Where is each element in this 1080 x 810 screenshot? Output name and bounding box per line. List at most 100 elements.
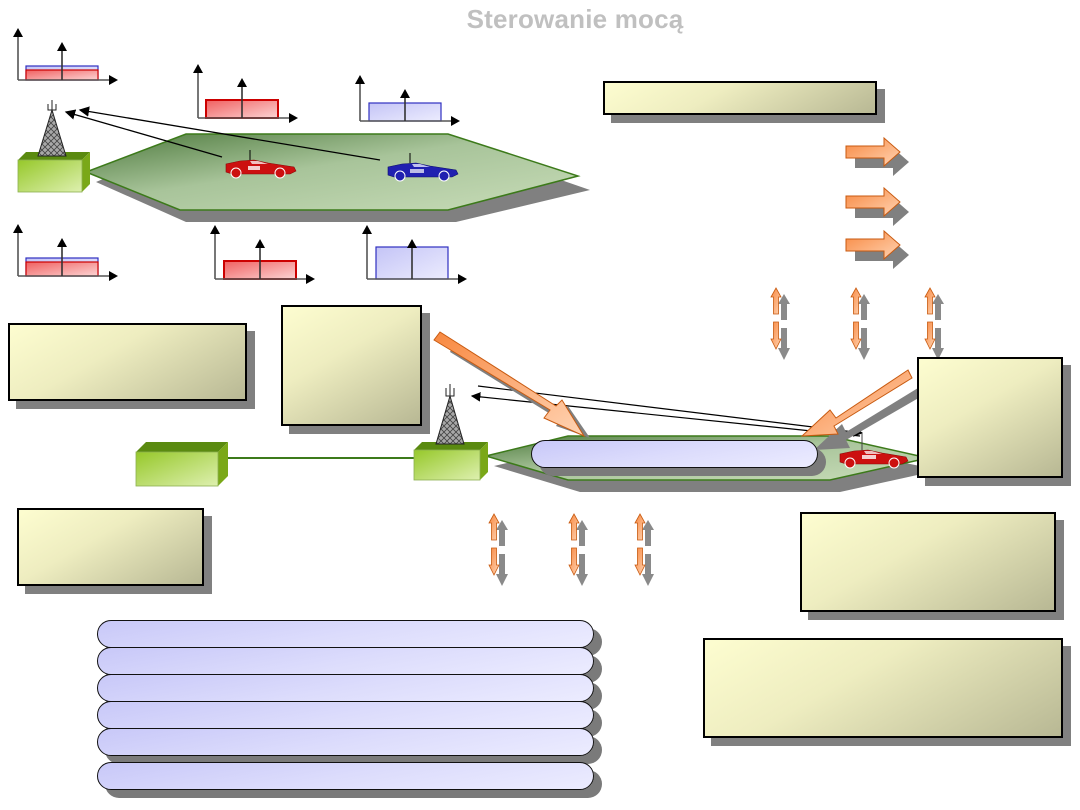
pill-text — [98, 648, 593, 674]
info-box-center — [281, 305, 422, 426]
network-node-icon — [135, 442, 228, 487]
stack-pill-6 — [97, 762, 594, 790]
orange-arrow-up — [770, 287, 782, 315]
arrow-shadow-down — [932, 328, 944, 360]
pill-text — [532, 441, 817, 467]
orange-arrow-down — [568, 547, 580, 576]
orange-arrow-down — [770, 321, 782, 350]
bidirectional-arrow-icon — [924, 287, 944, 360]
spectrum-chart-transmit-red-controlled — [210, 225, 315, 284]
arrow-shadow-down — [496, 554, 508, 586]
y-axis-arrowhead — [13, 28, 23, 37]
spectrum-chart-transmit-blue-controlled — [362, 225, 467, 284]
orange-arrow-up — [568, 513, 580, 541]
orange-arrow-up — [924, 287, 936, 315]
vertical-arrow-pairs — [488, 287, 944, 586]
carrier-arrowhead — [407, 239, 417, 248]
spectrum-chart-received-combined-controlled — [13, 224, 118, 281]
arrow-shadow-down — [778, 328, 790, 360]
info-box-right-3 — [703, 638, 1063, 738]
info-box-text — [705, 640, 1061, 736]
info-box-text — [802, 514, 1054, 610]
carrier-arrowhead — [400, 89, 410, 98]
info-box-right-2 — [800, 512, 1056, 612]
arrow-shadow-up — [642, 520, 654, 546]
spectrum-charts — [13, 28, 467, 284]
pill-text — [98, 675, 593, 701]
bidirectional-arrow-icon — [488, 513, 508, 586]
network-node-icon — [17, 152, 90, 193]
arrow-body — [845, 186, 901, 218]
carrier-arrowhead — [57, 238, 67, 247]
antenna-tower-icon — [435, 384, 465, 445]
slide-title: Sterowanie mocą — [466, 4, 684, 34]
downlink-line — [477, 385, 864, 437]
red-car-icon — [839, 434, 909, 469]
y-axis-arrowhead — [210, 225, 220, 234]
orange-arrow-right-icon — [845, 229, 909, 269]
x-axis-arrowhead — [458, 274, 467, 284]
y-axis-arrowhead — [13, 224, 23, 233]
bottom-base-station — [413, 384, 488, 481]
top-base-station — [17, 100, 90, 193]
stack-pill-3 — [97, 674, 594, 702]
diagonal-arrow-right — [800, 369, 922, 450]
stack-pill-1 — [97, 620, 594, 648]
arrow-body — [845, 229, 901, 261]
info-box-text — [283, 307, 420, 424]
bidirectional-arrow-icon — [850, 287, 870, 360]
carrier-arrowhead — [237, 78, 247, 87]
spectrum-chart-received-combined — [13, 28, 118, 85]
arrow-body — [845, 136, 901, 168]
stack-pill-4 — [97, 701, 594, 729]
diagonal-arrow-left — [433, 331, 590, 438]
pill-text — [98, 621, 593, 647]
network-node-icon — [413, 442, 488, 481]
uplink-line-blue-car — [78, 106, 381, 161]
red-car-icon — [225, 150, 297, 179]
spectrum-chart-transmit-blue — [355, 75, 460, 126]
pill-text — [98, 729, 593, 755]
bidirectional-arrow-icon — [568, 513, 588, 586]
x-axis-arrowhead — [289, 113, 298, 123]
pill-text — [98, 763, 593, 789]
main-label-pill — [531, 440, 818, 468]
x-axis-arrowhead — [109, 75, 118, 85]
arrow-shadow-up — [778, 294, 790, 320]
orange-arrow-down — [488, 547, 500, 576]
info-box-text — [10, 325, 245, 399]
arrow-shadow-up — [496, 520, 508, 546]
info-box-left-2 — [17, 508, 204, 586]
orange-arrow-up — [634, 513, 646, 541]
horizontal-arrows — [845, 136, 909, 269]
y-axis-arrowhead — [193, 64, 203, 73]
uplink-line-red-car — [64, 109, 223, 158]
bidirectional-arrow-icon — [634, 513, 654, 586]
y-axis-arrowhead — [362, 225, 372, 234]
blue-car-icon — [387, 153, 459, 182]
carrier-arrowhead — [255, 239, 265, 248]
y-axis-arrowhead — [355, 75, 365, 84]
arrow-shadow-down — [576, 554, 588, 586]
orange-arrow-down — [924, 321, 936, 350]
x-axis-arrowhead — [109, 271, 118, 281]
spectrum-chart-transmit-red — [193, 64, 298, 123]
antenna-tower-icon — [37, 100, 67, 157]
stack-pill-2 — [97, 647, 594, 675]
x-axis-arrowhead — [451, 116, 460, 126]
info-box-text — [919, 359, 1061, 476]
orange-arrow-down — [634, 547, 646, 576]
arrow-shadow-up — [576, 520, 588, 546]
info-box-right-tall — [917, 357, 1063, 478]
pill-text — [98, 702, 593, 728]
orange-arrow-up — [488, 513, 500, 541]
orange-arrow-down — [850, 321, 862, 350]
x-axis-arrowhead — [306, 274, 315, 284]
info-box-text — [605, 83, 875, 113]
arrow-shadow-up — [858, 294, 870, 320]
carrier-arrowhead — [57, 42, 67, 51]
arrow-shadow-up — [932, 294, 944, 320]
arrow-shadow-down — [858, 328, 870, 360]
arrow-shadow-down — [642, 554, 654, 586]
info-box-text — [19, 510, 202, 584]
